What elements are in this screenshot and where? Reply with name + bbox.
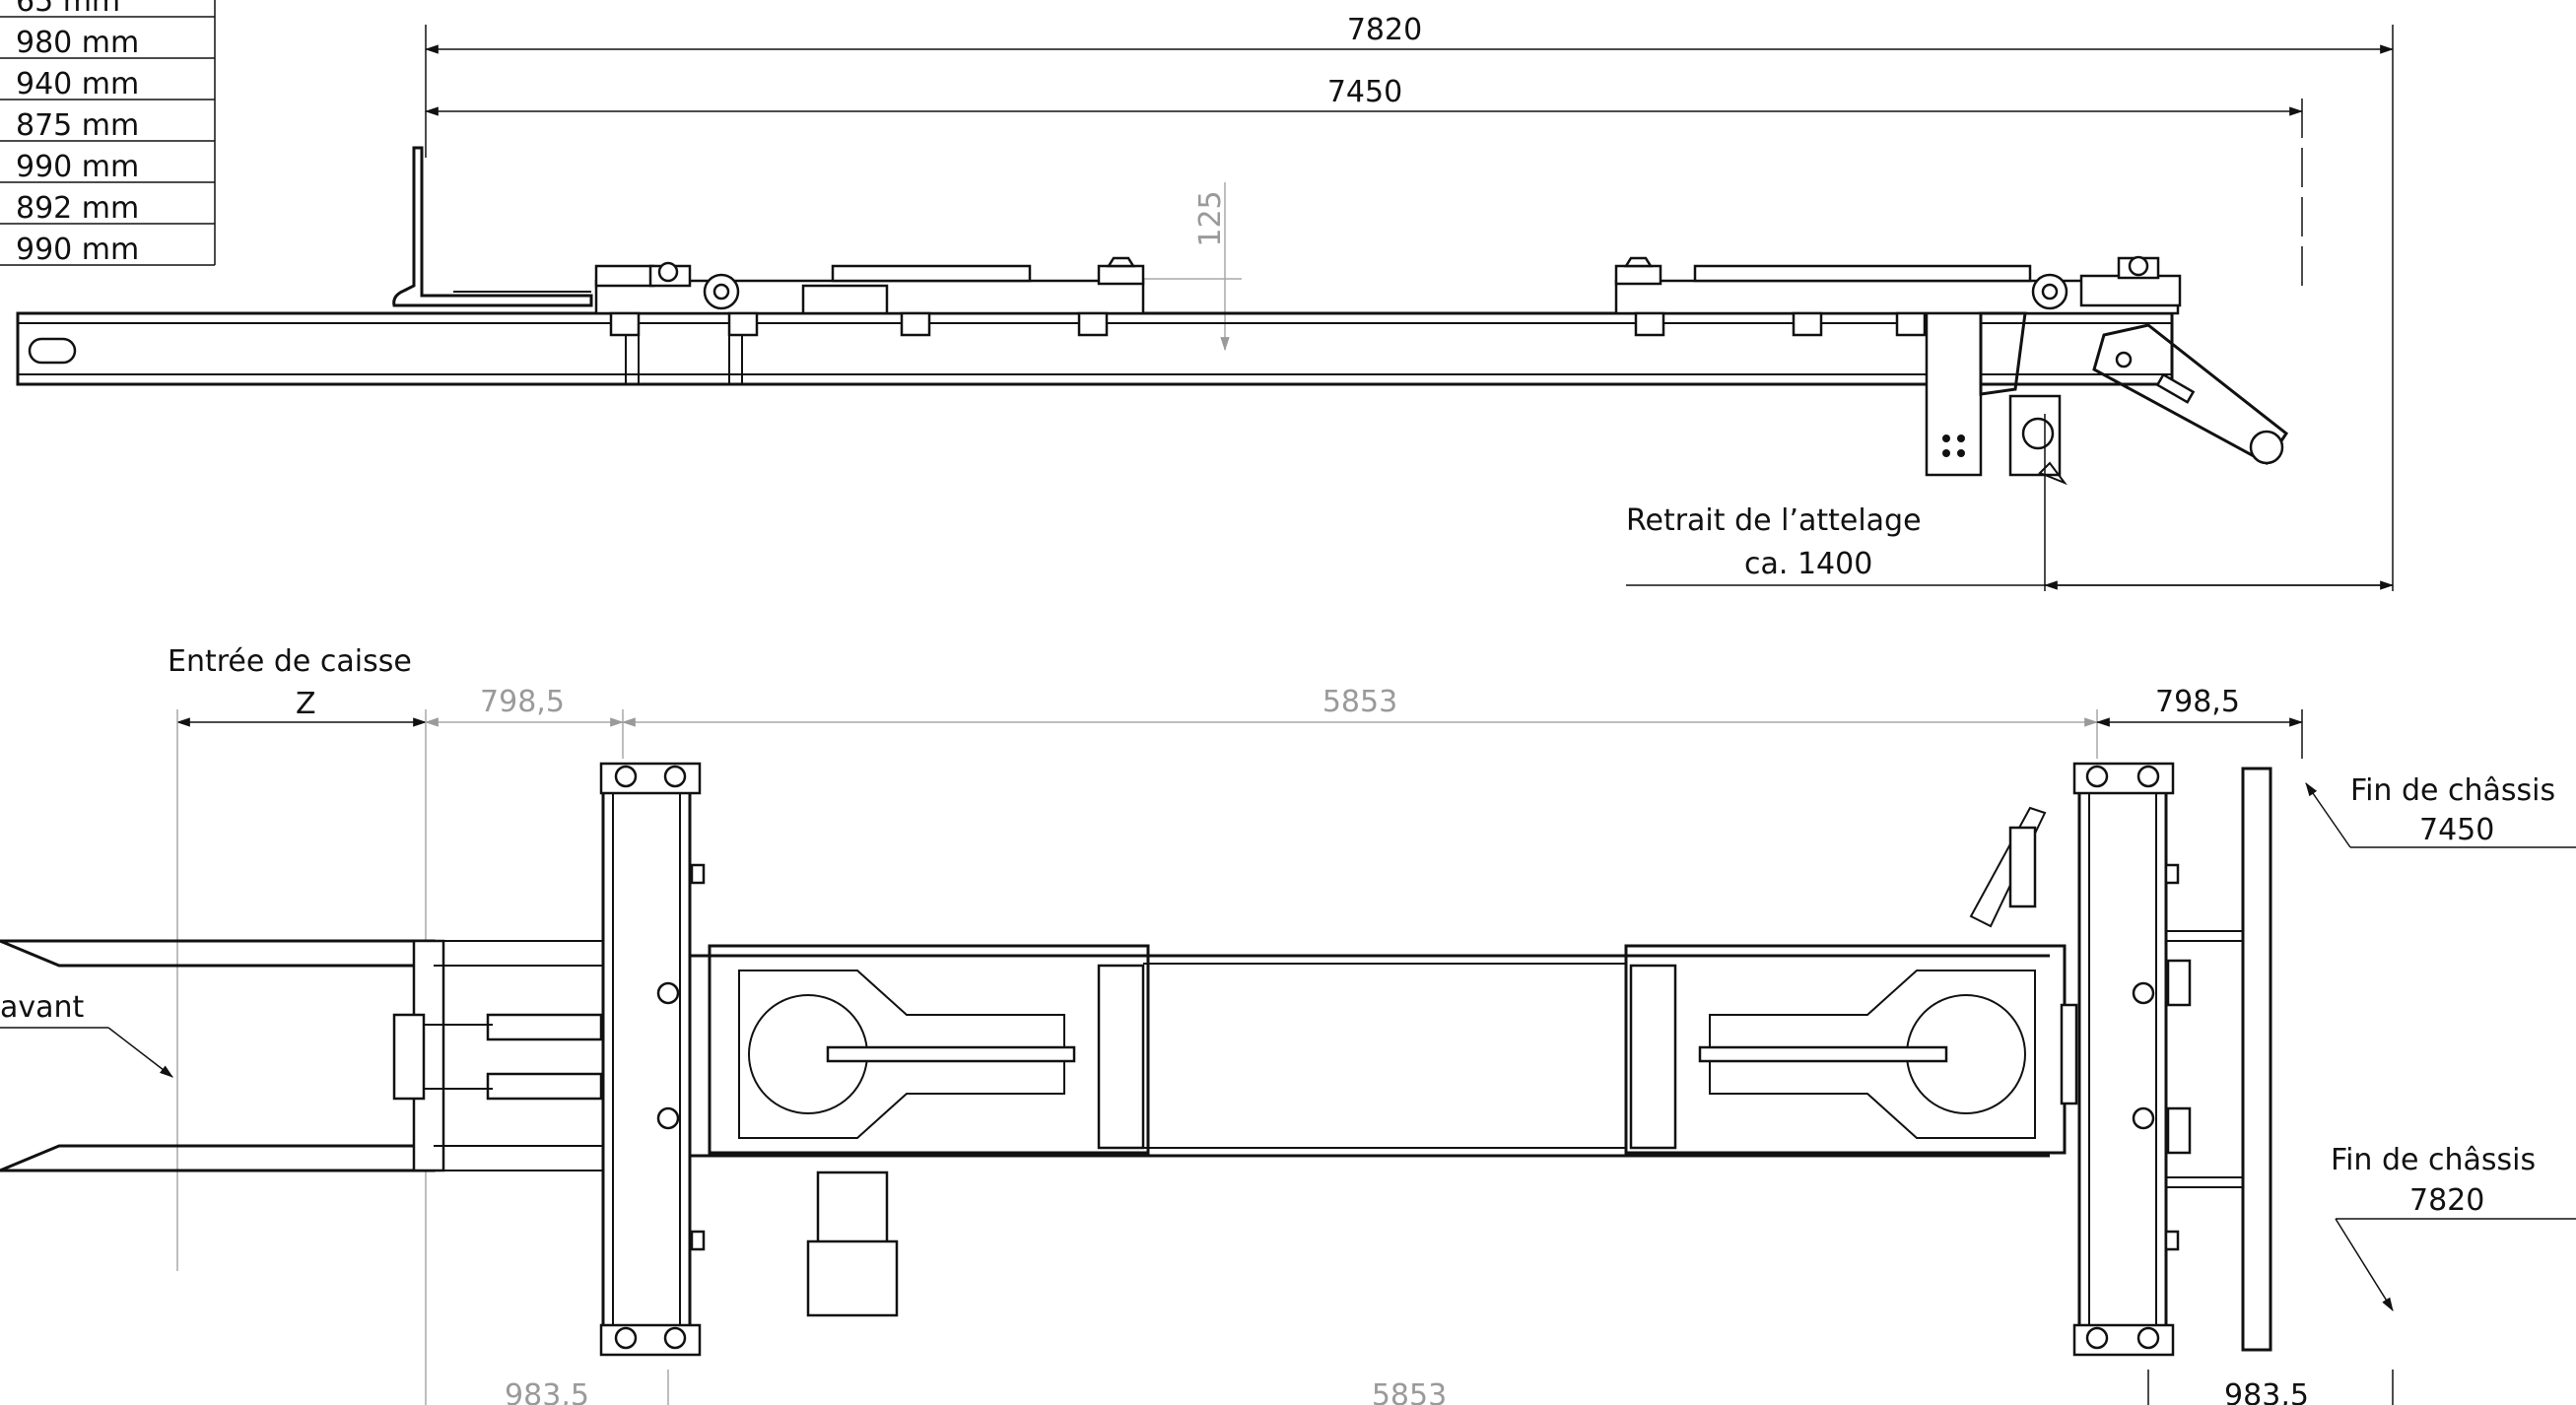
front-crossmember — [599, 762, 706, 1357]
table-row-4: 875 mm — [16, 108, 139, 143]
dimension-125: 125 — [1193, 190, 1228, 246]
dimension-7820: 7820 — [1347, 13, 1422, 47]
fin-chassis-value-7450: 7450 — [2419, 813, 2494, 847]
dimension-983-right: 983,5 — [2224, 1378, 2309, 1405]
dimension-7450: 7450 — [1327, 75, 1402, 109]
rear-turntable — [1624, 806, 2078, 1155]
dimension-5853-top: 5853 — [1322, 685, 1397, 719]
dimension-5853-bottom: 5853 — [1372, 1378, 1447, 1405]
front-lock-assembly — [594, 256, 1145, 337]
avant-leader — [107, 1027, 173, 1078]
rear-underride-arm — [2092, 323, 2289, 465]
entree-de-caisse-label: Entrée de caisse — [168, 644, 412, 679]
retrait-value: ca. 1400 — [1744, 547, 1872, 581]
table-row-5: 990 mm — [16, 150, 139, 184]
front-stanchion — [392, 146, 593, 307]
fin-chassis-leader-7450 — [2305, 782, 2351, 848]
table-row-7: 990 mm — [16, 233, 139, 267]
table-row-1: 65 mm — [16, 0, 120, 19]
fin-chassis-leader-7820 — [2335, 1218, 2394, 1311]
table-row-6: 892 mm — [16, 191, 139, 226]
avant-label: avant — [0, 990, 85, 1025]
z-label: Z — [296, 687, 316, 721]
dimension-table: 65 mm 980 mm 940 mm 875 mm 990 mm 892 mm… — [0, 0, 216, 267]
table-row-2: 980 mm — [16, 26, 139, 60]
front-forks — [0, 939, 603, 1172]
rear-crossmember — [2072, 762, 2180, 1357]
fin-chassis-value-7820: 7820 — [2409, 1183, 2484, 1218]
retrait-label: Retrait de l’attelage — [1626, 503, 1922, 538]
side-view: 7820 7450 125 — [16, 13, 2395, 591]
beam-slot — [28, 337, 77, 365]
rear-underride-bar — [2166, 767, 2272, 1352]
fin-chassis-label-7820: Fin de châssis — [2331, 1143, 2536, 1177]
rear-lock-assembly — [1614, 255, 2182, 337]
dimension-983-left: 983,5 — [505, 1378, 589, 1405]
hitch-bracket — [1925, 311, 2068, 591]
front-turntable — [708, 944, 1150, 1317]
fin-chassis-label-7450: Fin de châssis — [2350, 773, 2555, 808]
dimension-798-left: 798,5 — [480, 685, 565, 719]
dimension-798-right: 798,5 — [2155, 685, 2240, 719]
table-row-3: 940 mm — [16, 67, 139, 101]
top-view: Entrée de caisse Z 798,5 5853 798,5 983,… — [0, 644, 2576, 1405]
